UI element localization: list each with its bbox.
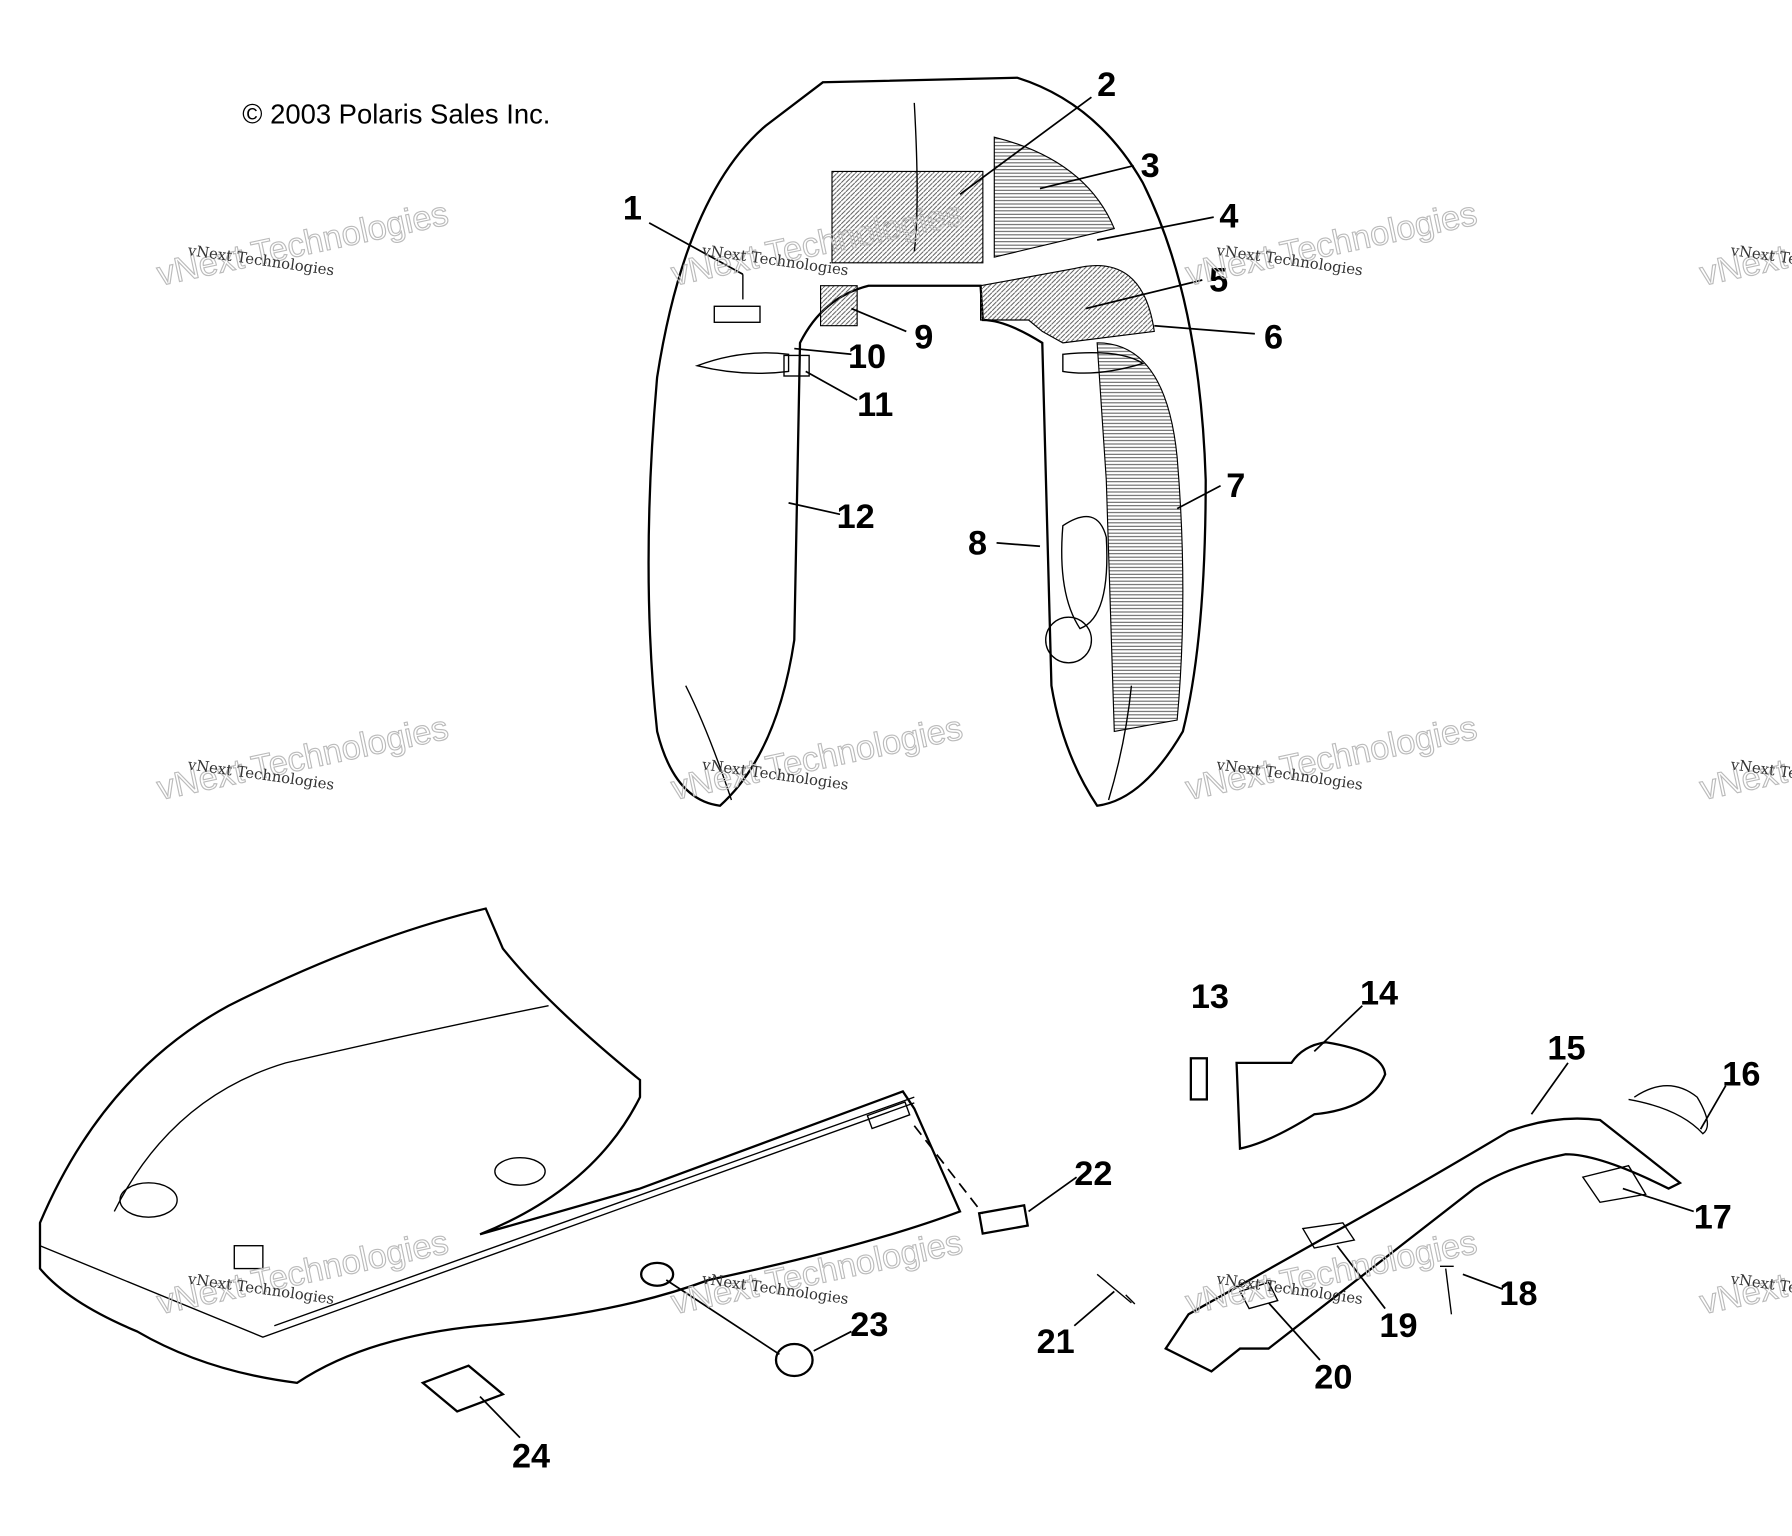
- part-18: [1440, 1265, 1454, 1315]
- callout-22: 22: [1074, 1155, 1112, 1193]
- callout-10: 10: [848, 338, 886, 376]
- callout-19: 19: [1379, 1307, 1417, 1345]
- part-19: [1301, 1222, 1356, 1249]
- callout-16: 16: [1722, 1056, 1760, 1094]
- part-23: [774, 1342, 814, 1378]
- hood-top-view: [647, 76, 1207, 807]
- part-24: [420, 1364, 506, 1413]
- part-22: [977, 1204, 1030, 1235]
- copyright-text: © 2003 Polaris Sales Inc.: [242, 98, 550, 129]
- callout-3: 3: [1141, 147, 1160, 185]
- part-21: [1096, 1273, 1136, 1305]
- part-13: [1189, 1057, 1208, 1101]
- dashed-leader: [913, 1125, 984, 1215]
- part-20: [1239, 1281, 1279, 1310]
- callout-21: 21: [1037, 1323, 1075, 1361]
- part-16: [1628, 1085, 1709, 1135]
- callout-15: 15: [1547, 1029, 1585, 1067]
- callout-14: 14: [1360, 975, 1398, 1013]
- leader-lines: [479, 96, 1727, 1439]
- callout-6: 6: [1264, 319, 1283, 357]
- part-15: [1164, 1117, 1683, 1373]
- part-14: [1235, 1041, 1387, 1150]
- callout-12: 12: [837, 498, 875, 536]
- callout-11: 11: [857, 386, 893, 424]
- callout-8: 8: [968, 524, 987, 562]
- callout-7: 7: [1226, 467, 1245, 505]
- callout-18: 18: [1499, 1275, 1537, 1313]
- hood-side-view: [38, 907, 962, 1385]
- callout-13: 13: [1191, 978, 1229, 1016]
- callout-2: 2: [1097, 66, 1116, 104]
- callout-9: 9: [914, 319, 933, 357]
- part-17: [1581, 1164, 1647, 1204]
- callout-5: 5: [1209, 261, 1228, 299]
- callout-20: 20: [1314, 1359, 1352, 1397]
- callout-1: 1: [623, 189, 642, 227]
- callout-23: 23: [850, 1306, 888, 1344]
- callout-17: 17: [1694, 1199, 1732, 1237]
- callout-4: 4: [1219, 197, 1238, 235]
- callout-labels: 1 2 3 4 5 6 7 8 9 10 11 12 13 14 15 16 1…: [512, 66, 1760, 1475]
- callout-24: 24: [512, 1437, 550, 1475]
